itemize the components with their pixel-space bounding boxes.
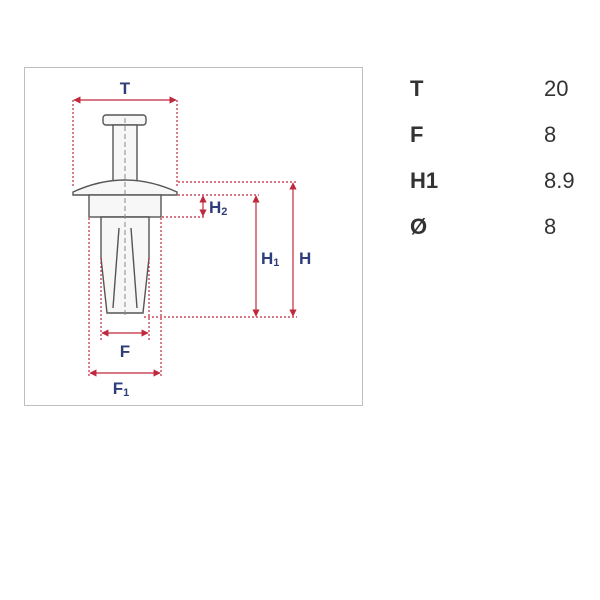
spec-key: H1 [410,168,439,193]
spec-value: 8 [544,122,557,147]
h2-label-main: H [209,198,221,217]
f1-label-main: F [113,379,123,398]
leg-slit-left [112,227,120,309]
spec-value: 8.9 [544,168,575,193]
spec-row-t: T 20 [410,76,590,122]
spec-row-h1: H1 8.9 [410,168,590,214]
h1-label: H1 [261,249,279,269]
h1-label-sub: 1 [273,257,279,269]
spec-value: 8 [544,214,557,239]
head-dome [72,179,178,196]
dimension-lines [72,96,297,378]
f1-label-sub: 1 [123,387,129,399]
h-label: H [299,249,311,268]
clip-diagram: T H2 H1 H F F1 [72,79,311,399]
h1-label-main: H [261,249,273,268]
h2-label: H2 [209,198,227,218]
spec-key: Ø [410,214,428,239]
diagram-frame: T H2 H1 H F F1 [24,67,363,406]
leg-slit-right [130,227,138,309]
spec-key: T [410,76,424,101]
spec-key: F [410,122,424,147]
spec-value: 20 [544,76,569,101]
f-label: F [120,342,130,361]
spec-row-f: F 8 [410,122,590,168]
spec-table: T 20 F 8 H1 8.9 Ø 8 [410,76,590,260]
spec-row-diameter: Ø 8 [410,214,590,260]
t-label: T [120,79,131,98]
f1-label: F1 [113,379,130,399]
rivet-clip-part [72,114,178,316]
h2-label-sub: 2 [221,206,227,218]
